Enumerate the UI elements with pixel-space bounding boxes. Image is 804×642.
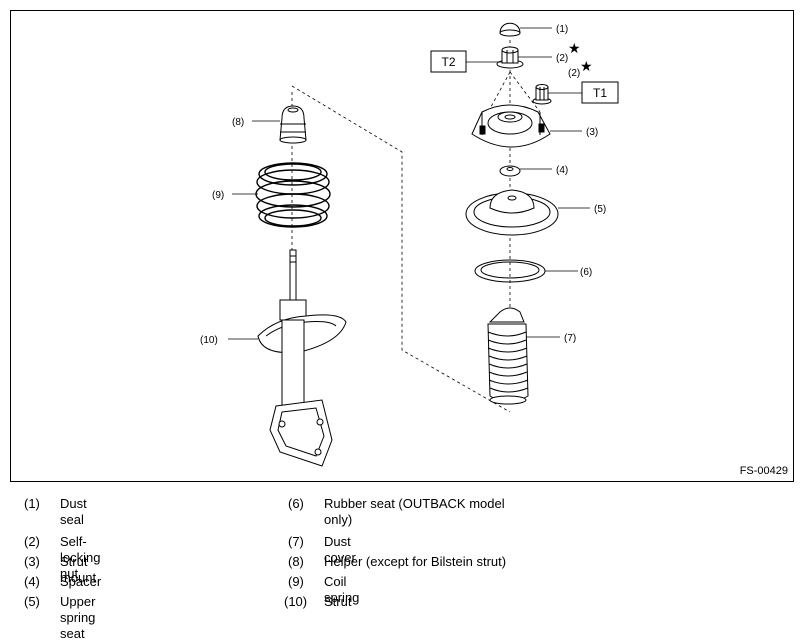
legend-num: (4) [24, 574, 40, 589]
exploded-diagram: T2 T1 (1) (2) (2) (3) (4) (5) (6) (7) (8… [10, 10, 794, 482]
self-locking-nut-top [496, 46, 524, 69]
callout-8: (8) [232, 117, 244, 128]
callout-2-side: (2) [568, 68, 580, 79]
callout-9: (9) [212, 190, 224, 201]
callout-1: (1) [556, 24, 568, 35]
legend-text: Strut mount [60, 554, 97, 585]
legend-num: (7) [288, 534, 304, 549]
callout-7: (7) [564, 333, 576, 344]
legend-text: Upper spring seat [60, 594, 96, 641]
legend-num: (2) [24, 534, 40, 549]
dust-seal [499, 22, 521, 37]
legend-num: (10) [284, 594, 308, 609]
legend-text: Self-locking nut [60, 534, 101, 581]
strut-mount [471, 104, 551, 148]
diagram-frame [10, 10, 794, 482]
legend-text: Rubber seat (OUTBACK model only) [324, 496, 505, 527]
self-locking-nut-side [532, 84, 552, 105]
dashed-guides [291, 40, 541, 413]
legend-text: Helper (except for Bilstein strut) [324, 554, 507, 569]
legend-num: (8) [288, 554, 304, 569]
legend-num: (1) [24, 496, 40, 511]
star-icon: ★ [568, 41, 581, 57]
legend-text: Coil spring [324, 574, 360, 605]
callout-6: (6) [580, 267, 592, 278]
callout-5: (5) [594, 204, 606, 215]
legend-text: Spacer [60, 574, 102, 589]
star-icon: ★ [580, 59, 593, 75]
legend-num: (6) [288, 496, 304, 511]
helper [279, 105, 307, 144]
figure-id: FS-00429 [740, 465, 788, 477]
torque-box-t2: T2 [430, 50, 467, 73]
legend-text: Dust cover [324, 534, 356, 565]
legend-num: (3) [24, 554, 40, 569]
legend-text: Strut [324, 594, 352, 609]
legend-num: (5) [24, 594, 40, 609]
dust-cover [487, 307, 529, 405]
callout-3: (3) [586, 127, 598, 138]
torque-label-t2: T2 [441, 55, 455, 69]
upper-spring-seat [465, 189, 559, 236]
leader-lines [228, 27, 590, 340]
callout-10: (10) [200, 335, 218, 346]
coil-spring [255, 162, 331, 228]
legend-num: (9) [288, 574, 304, 589]
strut [257, 249, 347, 467]
spacer [499, 165, 521, 177]
torque-label-t1: T1 [593, 86, 607, 100]
callout-2-top: (2) [556, 53, 568, 64]
torque-box-t1: T1 [581, 81, 619, 104]
legend-text: Dust seal [60, 496, 87, 527]
callout-4: (4) [556, 165, 568, 176]
